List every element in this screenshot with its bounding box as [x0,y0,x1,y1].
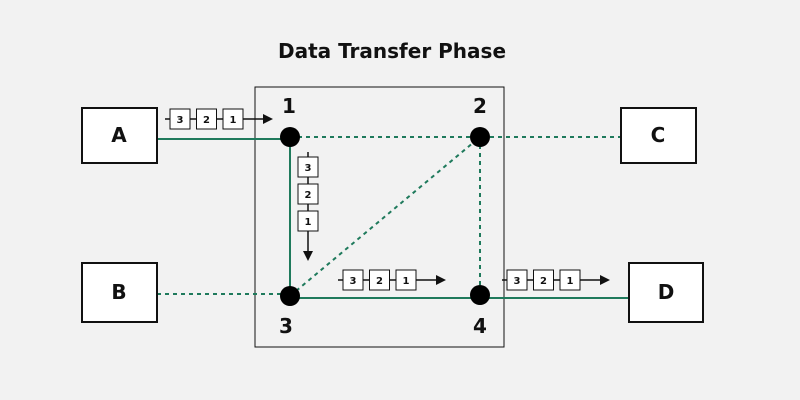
endpoint-a: A [81,107,158,164]
packet-label: 1 [403,276,410,287]
packet-label: 3 [177,115,184,126]
network-boundary [254,86,505,348]
packet [222,108,244,130]
node-1-label: 1 [282,94,296,118]
packet [342,269,364,291]
packet [395,269,417,291]
endpoint-b: B [81,262,158,323]
packets-a-to-1: 3 2 1 [165,108,273,130]
svg-text:D: D [658,280,675,304]
packets-1-to-3: 3 2 1 [297,152,319,261]
packet-label: 2 [305,190,312,201]
packet [196,108,217,130]
endpoint-c: C [620,107,697,164]
packet [297,210,319,232]
packets-4-to-d: 3 2 1 [502,269,610,291]
packet-label: 2 [376,276,383,287]
node-3 [280,286,300,306]
endpoint-d: D [628,262,704,323]
packet [297,156,319,178]
packet-label: 3 [305,163,312,174]
svg-text:A: A [111,123,127,147]
packet [369,269,390,291]
packets-3-to-4: 3 2 1 [338,269,446,291]
packet [559,269,581,291]
link-3-2 [289,136,481,297]
packet-label: 1 [567,276,574,287]
node-4-label: 4 [473,314,487,338]
node-4 [470,285,490,305]
svg-text:B: B [111,280,126,304]
diagram-title: Data Transfer Phase [278,39,506,63]
packet-label: 2 [540,276,547,287]
svg-text:C: C [651,123,666,147]
packet-label: 2 [203,115,210,126]
packet [506,269,528,291]
node-2 [470,127,490,147]
packet [169,108,191,130]
packet-label: 3 [514,276,521,287]
packet-label: 3 [350,276,357,287]
packet [297,183,319,205]
node-3-label: 3 [279,314,293,338]
packet-label: 1 [305,217,312,228]
node-1 [280,127,300,147]
packet [533,269,554,291]
node-2-label: 2 [473,94,487,118]
packet-label: 1 [230,115,237,126]
